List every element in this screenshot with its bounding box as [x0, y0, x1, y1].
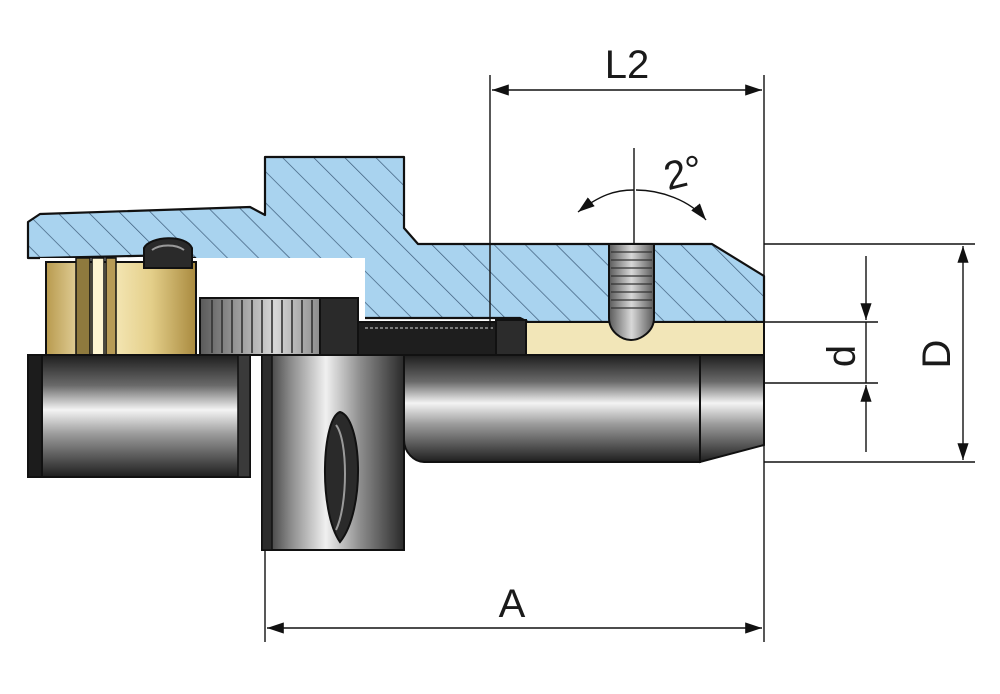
dimension-lines: [264, 75, 975, 642]
label-taper-angle: 2°: [660, 147, 708, 199]
tool-holder-section-view: [26, 155, 766, 356]
drive-slot: [323, 410, 360, 544]
nose-tip-chamfer: [699, 354, 765, 464]
nose-body: [403, 354, 701, 463]
label-l2: L2: [605, 43, 650, 87]
label-bore-diameter: d: [820, 345, 864, 367]
locking-pin: [143, 237, 193, 269]
label-a: A: [499, 582, 526, 626]
label-outer-diameter: D: [915, 340, 959, 369]
shank-cylinder: [27, 354, 251, 478]
collet-sleeve: [45, 261, 197, 356]
tool-holder-external-view: [27, 354, 765, 551]
